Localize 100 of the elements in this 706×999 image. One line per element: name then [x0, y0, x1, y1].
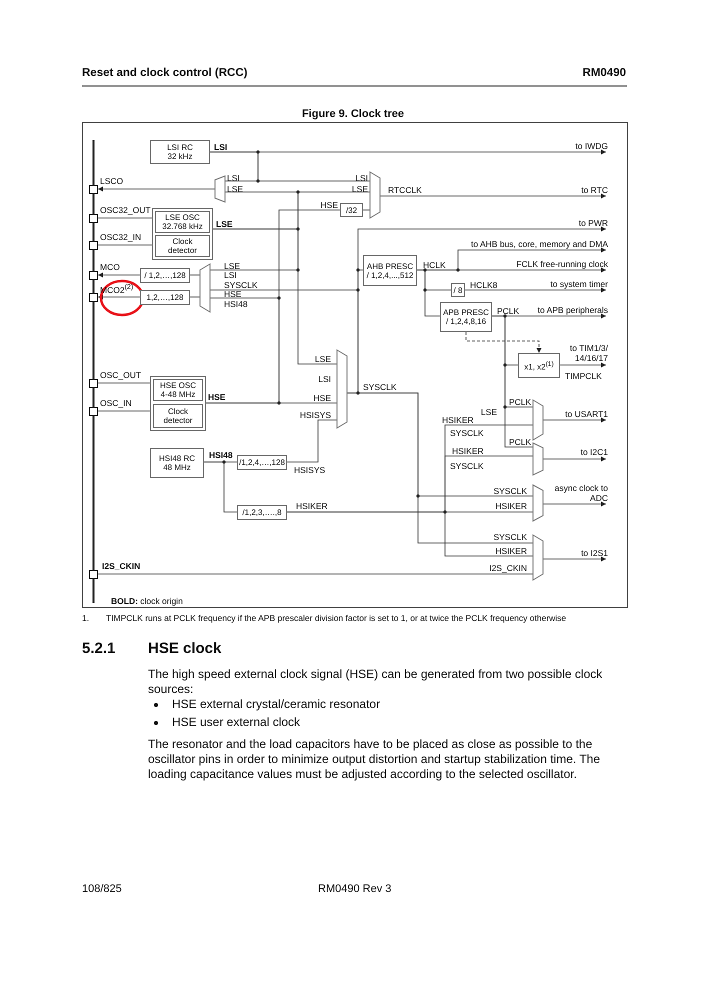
signal-label: HSE: [224, 289, 242, 299]
detector-box: Clock detector: [155, 235, 210, 257]
pin-label: MCO: [100, 263, 120, 272]
section-number: 5.2.1: [82, 640, 116, 658]
pin-square: [89, 185, 98, 194]
signal-label: RTCCLK: [388, 185, 422, 195]
connector-line: [416, 270, 440, 316]
oscillator-box: HSE OSC 4-48 MHz: [153, 379, 203, 401]
oscillator-group-box: [150, 376, 206, 431]
signal-label: SYSCLK: [493, 486, 527, 496]
oscillator-box: LSI RC 32 kHz: [150, 140, 210, 164]
paragraph: The resonator and the load capacitors have to be placed as close as possible to the oscillator pins in order to minimize output distortion and startup stabilization time. The loading capacitance values must be adjusted according to the selected oscillator.: [148, 737, 601, 782]
footnote: TIMPCLK runs at PCLK frequency if the APB prescaler division factor is set to 1, or at twice the PCLK frequency otherwise: [106, 613, 566, 623]
signal-label: LSI: [224, 270, 237, 280]
signal-label: HSE: [208, 392, 226, 402]
oscillator-box: LSE OSC 32.768 kHz: [155, 211, 210, 233]
arrow: [542, 556, 606, 562]
signal-label: SYSCLK: [224, 280, 258, 290]
prescaler-box: APB PRESC / 1,2,4,8,16: [440, 302, 492, 332]
page-header: Reset and clock control (RCC): [82, 66, 248, 80]
output-label: to system timer: [510, 279, 608, 293]
multiplexer-symbol: [533, 485, 543, 521]
signal-label: HSIKER: [452, 446, 484, 456]
signal-label: SYSCLK: [493, 532, 527, 542]
signal-label: LSE: [224, 261, 240, 271]
pin-square: [89, 241, 98, 250]
signal-label: LSE: [227, 184, 244, 194]
pin-square: [89, 379, 98, 388]
signal-label: TIMPCLK: [565, 371, 602, 381]
signal-label: LSI: [227, 173, 240, 183]
output-label: to USART1: [550, 409, 608, 423]
output-label: to I2S1: [560, 548, 608, 562]
signal-label: HSI48: [224, 299, 248, 309]
multiplexer-symbol: [533, 535, 543, 580]
output-label: to PWR: [540, 218, 608, 232]
oscillator-box: HSI48 RC 48 MHz: [150, 448, 204, 478]
connector-line: [190, 296, 200, 298]
legend-note: BOLD: clock origin: [111, 596, 183, 606]
multiplexer-symbol: [337, 350, 347, 428]
arrow: [98, 272, 140, 278]
document-revision: RM0490 Rev 3: [318, 883, 392, 896]
output-label: FCLK free-running clock: [460, 259, 608, 273]
pin-label: I2S_CKIN: [102, 562, 140, 571]
signal-label: LSI: [318, 374, 331, 384]
signal-label: LSE: [480, 407, 497, 417]
page-number: 108/825: [82, 883, 122, 896]
multiplexer-symbol: [533, 400, 543, 440]
section-heading: HSE clock: [148, 640, 222, 658]
signal-label: SYSCLK: [450, 461, 484, 471]
signal-label: HSISYS: [300, 410, 331, 420]
multiplier-box: x1, x2$^{(1)}$: [518, 353, 560, 378]
signal-label: LSE: [314, 354, 331, 364]
connector-line: [204, 462, 238, 512]
arrow: [464, 288, 606, 292]
signal-label: HSI48: [209, 450, 233, 460]
pin-square: [89, 214, 98, 223]
signal-label: PCLK: [509, 397, 532, 407]
bullet-item: HSE user external clock: [172, 715, 300, 730]
signal-label: HCLK8: [470, 280, 498, 290]
signal-label: HSIKER: [296, 501, 328, 511]
connector-line: [492, 316, 534, 448]
footnote-number: 1.: [82, 613, 90, 623]
pin-square: [89, 407, 98, 416]
connector-line: [98, 244, 152, 246]
signal-label: SYSCLK: [363, 382, 397, 392]
signal-label: PCLK: [509, 437, 532, 447]
prescaler-box: AHB PRESC / 1,2,4,...,512: [363, 255, 417, 286]
multiplexer-symbol: [215, 176, 225, 202]
signal-label: LSE: [352, 184, 368, 194]
connector-line: [210, 290, 358, 394]
pin-label: OSC_IN: [100, 399, 132, 408]
output-label: to AHB bus, core, memory and DMA: [430, 239, 608, 253]
signal-label: HSIKER: [495, 501, 527, 511]
arrow: [560, 362, 606, 368]
connector-line: [286, 512, 534, 556]
document-number: RM0490: [582, 66, 626, 80]
arrow: [380, 194, 606, 198]
signal-label: SYSCLK: [450, 428, 484, 438]
oscillator-group-box: [152, 208, 213, 260]
multiplexer-symbol: [370, 172, 380, 218]
output-label: to RTC: [540, 185, 608, 199]
arrow: [542, 502, 606, 506]
paragraph: The high speed external clock signal (HSE) can be generated from two possible clock sources:: [148, 667, 604, 697]
connector-line: [210, 152, 258, 182]
signal-label: HSIKER: [442, 415, 474, 425]
connector-line: [98, 410, 150, 412]
connector-line: [206, 402, 338, 404]
arrow: [542, 456, 606, 462]
pin-label: OSC32_OUT: [100, 206, 151, 215]
signal-label: HSE: [314, 393, 331, 403]
signal-label: I2S_CKIN: [489, 563, 527, 573]
connector-line: [212, 228, 338, 364]
signal-label: PCLK: [497, 306, 520, 316]
arrow: [542, 418, 606, 422]
connector-line: [190, 274, 200, 276]
signal-label: HSISYS: [294, 465, 326, 475]
signal-label: LSI: [355, 173, 368, 183]
multiplexer-symbol: [200, 264, 210, 312]
arrow: [98, 294, 140, 300]
multiplexer-symbol: [533, 443, 543, 475]
